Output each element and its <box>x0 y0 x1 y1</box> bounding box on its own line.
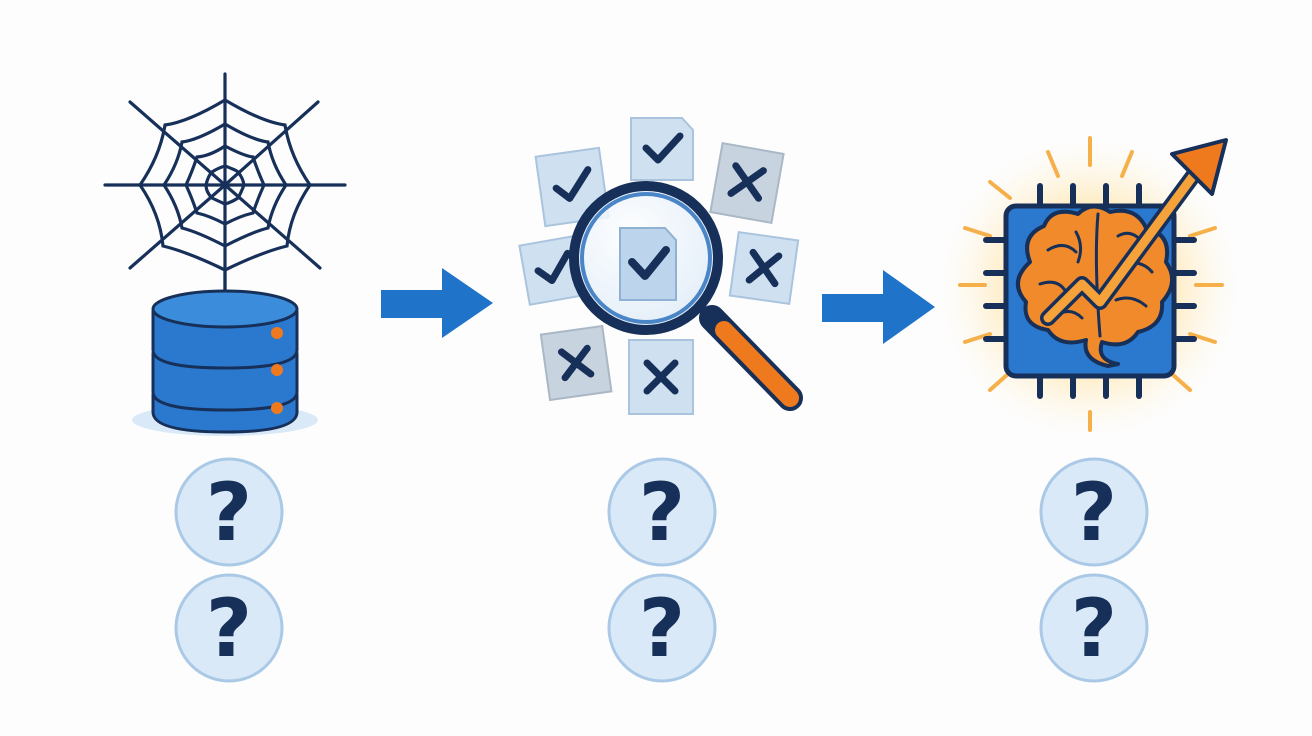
check-document-icon <box>619 227 677 301</box>
question-mark: ? <box>206 466 252 559</box>
question-badges: ? ? ? ? ? ? <box>174 457 1149 683</box>
question-mark: ? <box>639 582 685 675</box>
stage-model-training <box>940 136 1240 438</box>
stage-filtering <box>518 117 803 415</box>
right-arrow-icon <box>381 268 493 338</box>
question-mark: ? <box>206 582 252 675</box>
status-light <box>271 402 283 414</box>
question-mark: ? <box>639 466 685 559</box>
stage-web-data <box>103 72 347 436</box>
status-light <box>271 327 283 339</box>
cross-document-icon <box>539 324 613 402</box>
question-badge: ? <box>174 457 284 567</box>
right-arrow-icon <box>822 270 935 344</box>
status-light <box>271 364 283 376</box>
spider-web-icon <box>103 72 347 298</box>
question-mark: ? <box>1071 466 1117 559</box>
check-document-icon <box>630 117 694 181</box>
question-badge: ? <box>607 573 717 683</box>
question-badge: ? <box>607 457 717 567</box>
question-badge: ? <box>174 573 284 683</box>
trend-up-arrow-icon <box>1040 138 1228 326</box>
database-icon <box>132 289 318 436</box>
magnifying-glass-icon <box>569 181 803 411</box>
question-badge: ? <box>1039 457 1149 567</box>
cross-document-icon <box>628 339 694 415</box>
cross-document-icon <box>728 231 800 305</box>
cross-document-icon <box>709 141 785 225</box>
question-mark: ? <box>1071 582 1117 675</box>
glow-rays <box>958 136 1224 432</box>
question-badge: ? <box>1039 573 1149 683</box>
